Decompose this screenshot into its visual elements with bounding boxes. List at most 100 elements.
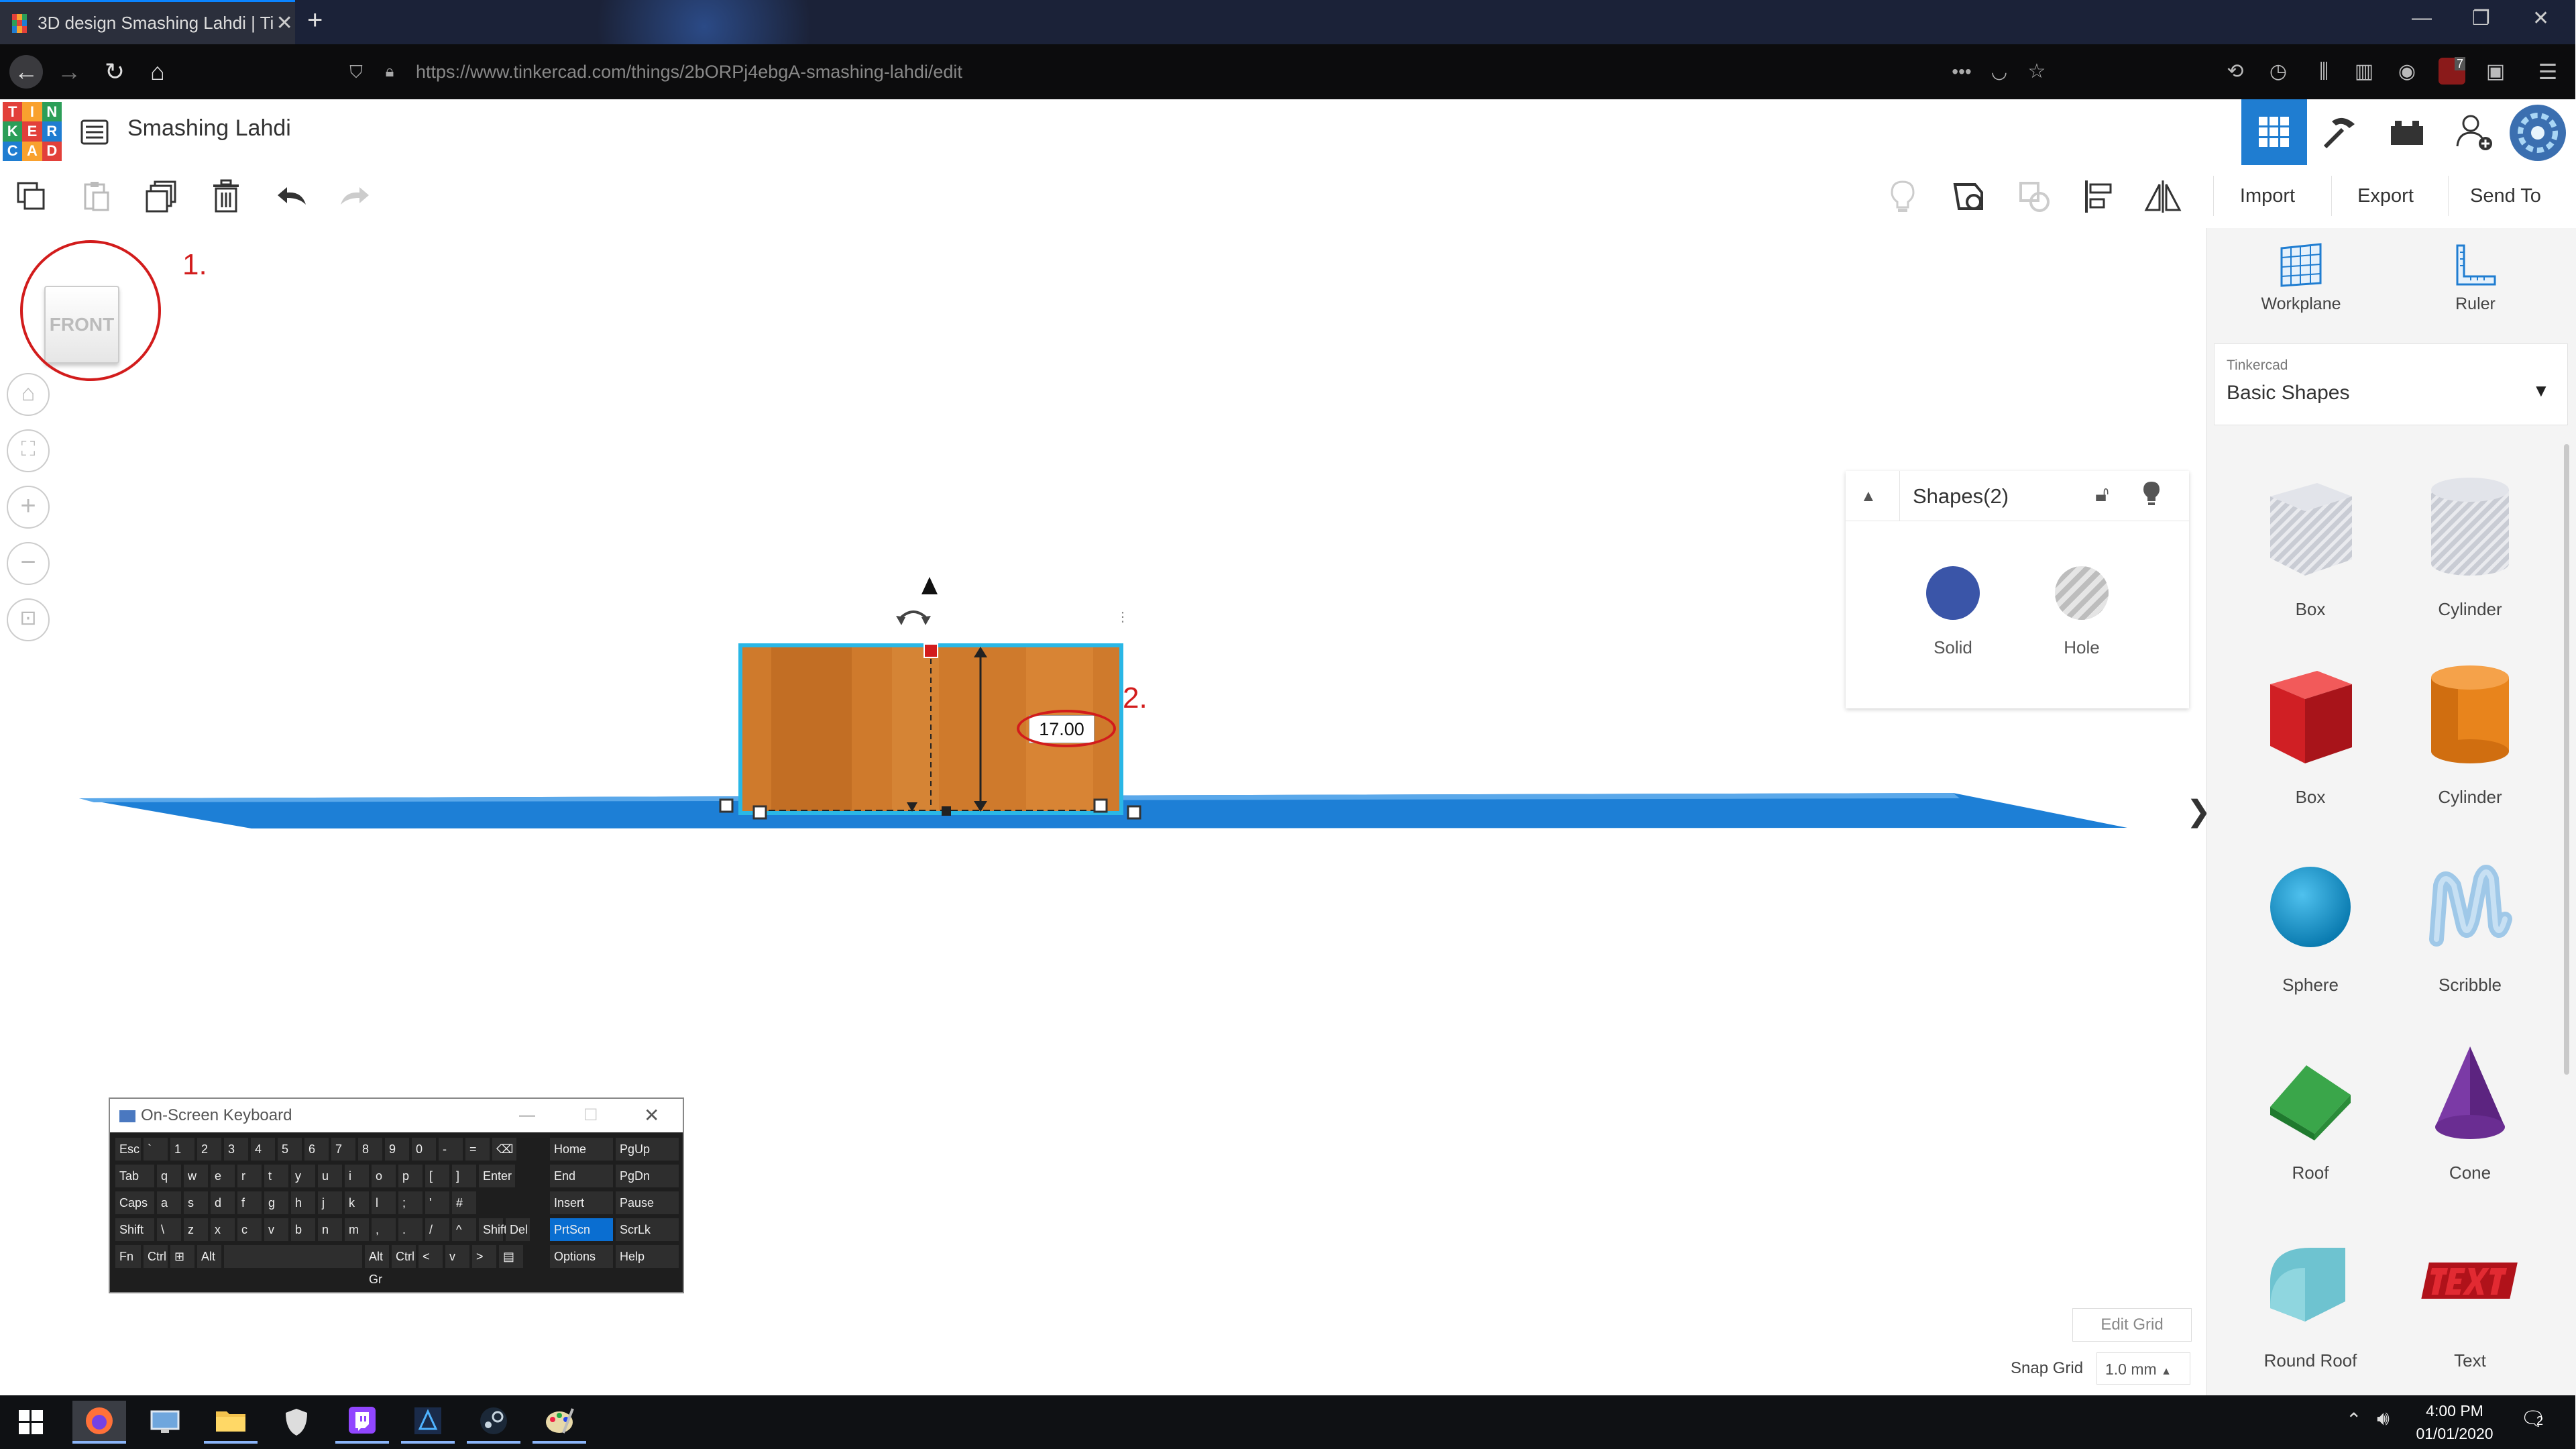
osk-key[interactable]: PgUp <box>616 1138 679 1161</box>
osk-key[interactable]: j <box>318 1191 342 1214</box>
osk-key[interactable]: a <box>157 1191 181 1214</box>
shape-item-text[interactable]: Text <box>2390 1221 2551 1371</box>
project-title[interactable]: Smashing Lahdi <box>127 115 291 141</box>
zoom-in-icon[interactable]: + <box>7 486 50 529</box>
windows-start-icon[interactable] <box>4 1401 58 1444</box>
osk-key[interactable]: 4 <box>251 1138 275 1161</box>
shape-item-box[interactable]: Box <box>2230 657 2391 808</box>
volume-icon[interactable]: 🔊︎ <box>2377 1407 2390 1430</box>
osk-key[interactable]: Enter <box>479 1165 515 1187</box>
osk-key[interactable]: ScrLk <box>616 1218 679 1241</box>
osk-key[interactable]: Ctrl <box>144 1245 168 1268</box>
lightbulb-icon[interactable] <box>1883 177 1922 216</box>
osk-key[interactable]: . <box>398 1218 423 1241</box>
osk-key[interactable]: v <box>264 1218 288 1241</box>
unlock-icon[interactable]: 🔓︎ <box>2095 482 2109 506</box>
osk-key[interactable]: s <box>184 1191 208 1214</box>
notifications-icon[interactable]: 🗨︎2 <box>2520 1408 2546 1430</box>
forward-icon[interactable]: → <box>57 58 81 85</box>
osk-key[interactable]: f <box>237 1191 262 1214</box>
corner-handle[interactable] <box>752 805 767 820</box>
osk-key[interactable]: q <box>157 1165 181 1187</box>
ungroup-icon[interactable] <box>2015 177 2054 216</box>
shape-item-cylinder-hole[interactable]: Cylinder <box>2390 470 2551 620</box>
osk-key[interactable]: ; <box>398 1191 423 1214</box>
steam-taskbar-icon[interactable] <box>467 1401 520 1444</box>
osk-key[interactable]: ^ <box>452 1218 476 1241</box>
osk-key[interactable]: e <box>211 1165 235 1187</box>
osk-key[interactable]: 1 <box>170 1138 194 1161</box>
group-shapes-icon[interactable] <box>1949 177 1988 216</box>
osk-key[interactable]: Pause <box>616 1191 679 1214</box>
edit-grid-button[interactable]: Edit Grid <box>2072 1308 2192 1342</box>
osk-key[interactable]: z <box>184 1218 208 1241</box>
osk-key[interactable]: y <box>291 1165 315 1187</box>
osk-key[interactable]: h <box>291 1191 315 1214</box>
menu-icon[interactable]: ☰ <box>2538 60 2558 84</box>
edge-handle[interactable] <box>942 806 951 816</box>
shape-item-sphere[interactable]: Sphere <box>2230 845 2391 996</box>
delete-icon[interactable] <box>207 177 245 216</box>
add-user-icon[interactable] <box>2441 99 2507 165</box>
osk-key[interactable]: Home <box>550 1138 613 1161</box>
copy-icon[interactable] <box>12 177 51 216</box>
extension-icon[interactable]: ◉ <box>2398 60 2416 83</box>
osk-key[interactable]: 8 <box>358 1138 382 1161</box>
osk-key[interactable]: c <box>237 1218 262 1241</box>
paint-taskbar-icon[interactable] <box>533 1401 586 1444</box>
redo-icon[interactable] <box>335 177 374 216</box>
shape-item-round-roof[interactable]: Round Roof <box>2230 1221 2391 1371</box>
zoom-out-icon[interactable]: − <box>7 542 50 585</box>
twitch-taskbar-icon[interactable] <box>335 1401 389 1444</box>
home-view-icon[interactable]: ⌂ <box>7 373 50 416</box>
shield-icon[interactable]: ⛉ <box>349 62 363 82</box>
shape-item-roof[interactable]: Roof <box>2230 1033 2391 1183</box>
osk-key[interactable]: 3 <box>224 1138 248 1161</box>
tab-close-icon[interactable]: ✕ <box>276 12 293 34</box>
osk-key[interactable]: ` <box>144 1138 168 1161</box>
osk-key[interactable]: Esc <box>115 1138 141 1161</box>
osk-key[interactable]: b <box>291 1218 315 1241</box>
bricks-icon[interactable] <box>2374 99 2440 165</box>
restore-window-icon[interactable]: ❐ <box>2472 7 2490 30</box>
osk-key[interactable]: k <box>345 1191 369 1214</box>
osk-key[interactable]: Ctrl <box>392 1245 416 1268</box>
tray-chevron-icon[interactable]: ⌃ <box>2346 1409 2362 1430</box>
snap-grid-select[interactable]: 1.0 mm ▲ <box>2096 1352 2190 1385</box>
firefox-taskbar-icon[interactable] <box>72 1401 126 1444</box>
page-actions-icon[interactable]: ••• <box>1952 61 1972 82</box>
avatar[interactable] <box>2510 105 2566 161</box>
file-explorer-taskbar-icon[interactable] <box>204 1401 258 1444</box>
osk-key[interactable] <box>224 1245 362 1268</box>
sidebar-icon[interactable]: ▥ <box>2354 60 2374 83</box>
osk-key[interactable]: PrtScn <box>550 1218 613 1241</box>
osk-key[interactable]: 7 <box>331 1138 355 1161</box>
osk-key[interactable]: i <box>345 1165 369 1187</box>
osk-key[interactable]: ⊞ <box>170 1245 194 1268</box>
osk-key[interactable]: p <box>398 1165 423 1187</box>
clock-icon[interactable]: ◷ <box>2269 60 2288 83</box>
osk-key[interactable]: x <box>211 1218 235 1241</box>
blocks-pickaxe-icon[interactable] <box>2307 99 2373 165</box>
close-window-icon[interactable]: ✕ <box>2532 7 2550 30</box>
shape-item-cylinder[interactable]: Cylinder <box>2390 657 2551 808</box>
history-icon[interactable]: ⟲ <box>2227 60 2244 83</box>
osk-key[interactable]: [ <box>425 1165 449 1187</box>
osk-key[interactable]: t <box>264 1165 288 1187</box>
osk-key[interactable]: o <box>372 1165 396 1187</box>
perspective-icon[interactable]: ⊡ <box>7 598 50 641</box>
browser-tab[interactable]: 3D design Smashing Lahdi | Ti ✕ <box>0 0 295 44</box>
fit-view-icon[interactable]: ⛶ <box>7 429 50 472</box>
osk-key[interactable]: Alt Gr <box>365 1245 389 1286</box>
collapse-panel-icon[interactable]: ❯ <box>2186 795 2211 828</box>
pocket-icon[interactable]: ◡ <box>1991 61 2008 82</box>
osk-key[interactable]: g <box>264 1191 288 1214</box>
remote-desktop-taskbar-icon[interactable] <box>138 1401 192 1444</box>
osk-key[interactable]: Shift <box>115 1218 154 1241</box>
osk-key[interactable]: ▤ <box>499 1245 523 1268</box>
osk-key[interactable]: ⌫ <box>492 1138 516 1161</box>
osk-key[interactable]: 6 <box>304 1138 329 1161</box>
new-tab-button[interactable]: + <box>307 5 323 35</box>
import-button[interactable]: Import <box>2213 176 2321 216</box>
osk-key[interactable]: - <box>439 1138 463 1161</box>
